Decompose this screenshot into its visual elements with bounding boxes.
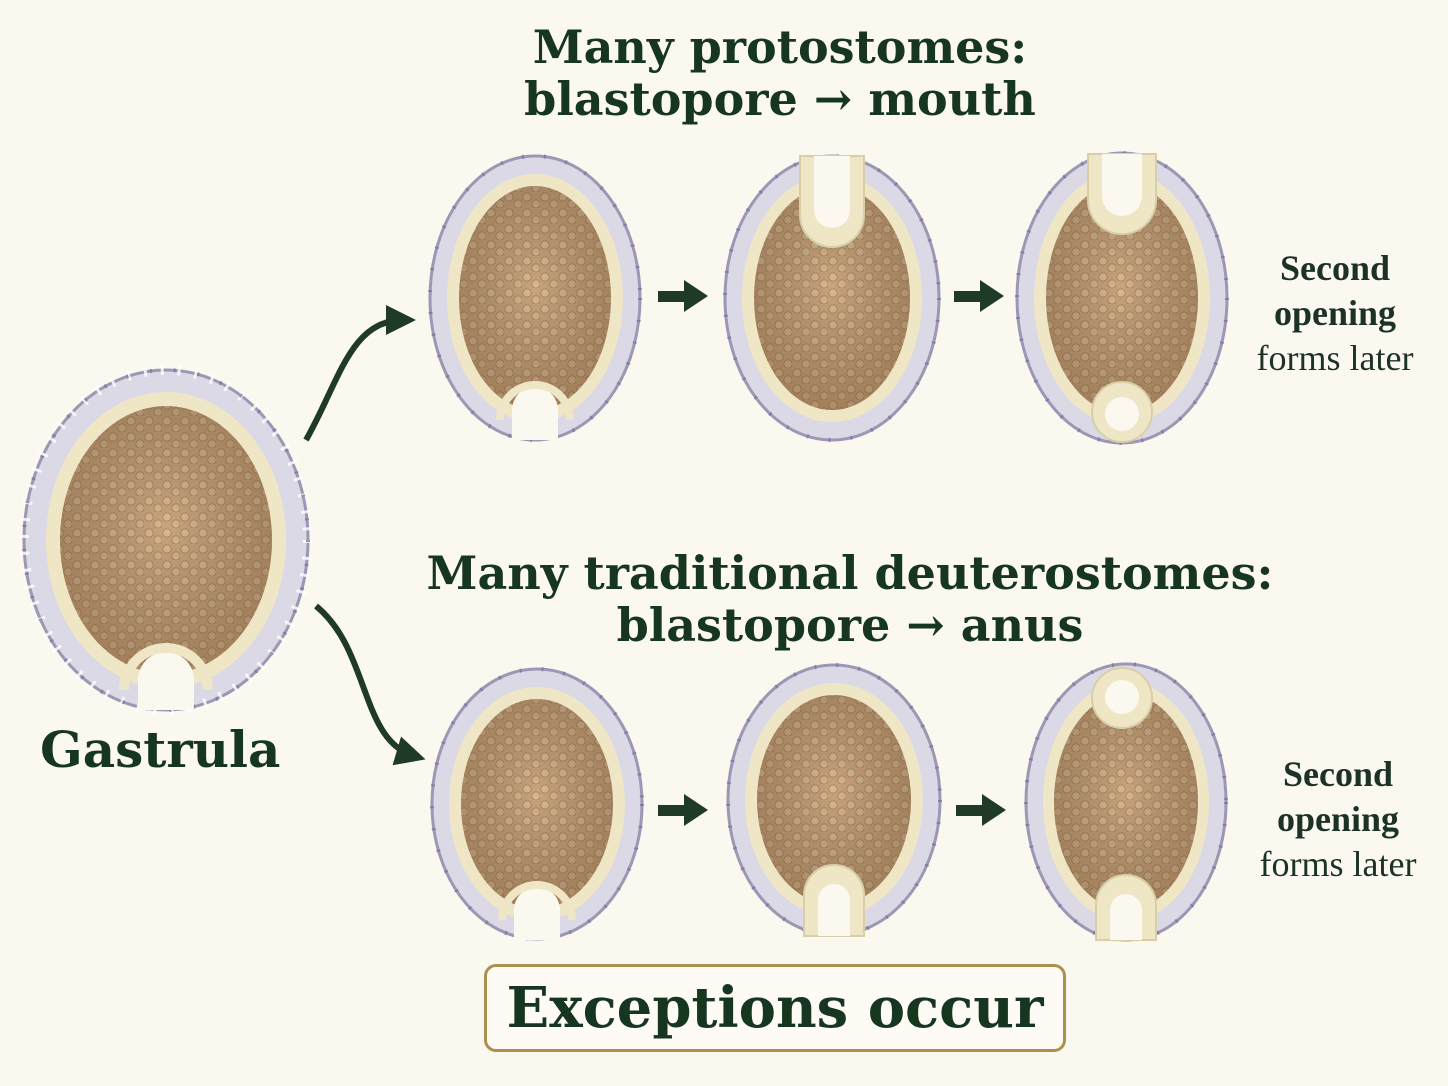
protostome-heading-line1: Many protostomes: <box>532 20 1028 74</box>
step-arrow-bottom-2 <box>956 794 1006 826</box>
note-top-line2: opening <box>1273 293 1397 333</box>
note-bottom-line1: Second <box>1282 754 1394 794</box>
second-opening-note-bottom: Second opening forms later <box>1238 752 1438 887</box>
protostome-embryo-1 <box>428 154 642 442</box>
protostome-embryo-3 <box>1015 151 1229 445</box>
deuterostome-heading: Many traditional deuterostomes: blastopo… <box>400 546 1300 652</box>
exceptions-label: Exceptions occur <box>506 975 1044 1041</box>
step-arrow-top-2 <box>954 280 1004 312</box>
note-bottom-line2: opening <box>1276 799 1400 839</box>
deuterostome-embryo-1 <box>430 667 644 941</box>
step-arrow-bottom-1 <box>658 794 708 826</box>
second-opening-note-top: Second opening forms later <box>1235 246 1435 381</box>
deuterostome-embryo-3 <box>1024 662 1228 942</box>
branch-arrow-bottom <box>314 603 426 766</box>
note-top-line3: forms later <box>1256 338 1414 378</box>
deuterostome-heading-line2: blastopore → anus <box>616 597 1084 652</box>
protostome-heading: Many protostomes: blastopore → mouth <box>430 20 1130 126</box>
protostome-embryo-2 <box>723 154 941 442</box>
branch-arrow-top <box>303 305 416 442</box>
protostome-heading-line2: blastopore → mouth <box>524 71 1036 126</box>
step-arrow-top-1 <box>658 280 708 312</box>
note-bottom-line3: forms later <box>1259 844 1417 884</box>
deuterostome-heading-line1: Many traditional deuterostomes: <box>426 546 1274 600</box>
gastrula-embryo <box>19 365 313 715</box>
gastrula-label: Gastrula <box>40 720 281 779</box>
deuterostome-embryo-2 <box>726 663 942 937</box>
note-top-line1: Second <box>1279 248 1391 288</box>
exceptions-box: Exceptions occur <box>484 964 1066 1052</box>
